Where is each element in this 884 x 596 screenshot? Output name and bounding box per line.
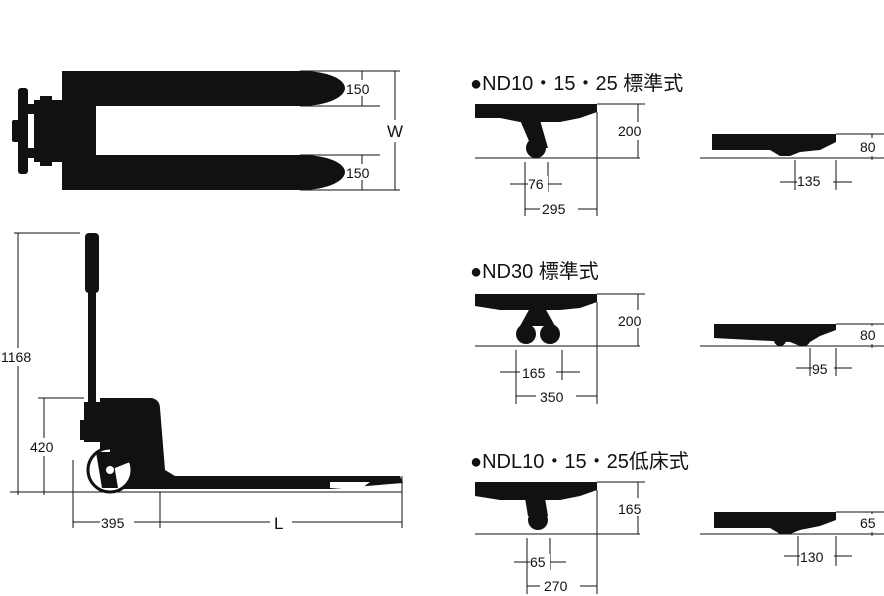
- side-view: 1168 420 395 L: [0, 232, 403, 533]
- top-handle-knob: [12, 120, 24, 142]
- detail-2-height-label: 200: [618, 313, 642, 329]
- detail-nd10-standard: ●ND10・15・25 標準式 200 76 295 80 135: [470, 72, 884, 218]
- handle-height-label: 420: [30, 439, 54, 455]
- total-height-label: 1168: [1, 349, 31, 365]
- top-fork-upper: [62, 71, 345, 190]
- detail-2-title: ●ND30 標準式: [470, 260, 599, 283]
- side-handle-grip: [85, 233, 99, 293]
- overall-width-label: W: [387, 122, 403, 141]
- detail-2-fork-height-label: 80: [860, 327, 876, 343]
- detail-2-wheel-b-label: 350: [540, 389, 564, 405]
- top-fork-width-lower-label: 150: [346, 165, 370, 181]
- detail-3-wheel-b-label: 270: [544, 578, 568, 594]
- wheel-offset-label: 395: [101, 515, 125, 531]
- detail-3-roller-label: 130: [800, 549, 824, 565]
- detail-2-wheel-a-label: 165: [522, 365, 546, 381]
- detail-3-height-label: 165: [618, 501, 642, 517]
- detail-3-fork-height-label: 65: [860, 515, 876, 531]
- top-fork-width-upper-label: 150: [346, 81, 370, 97]
- top-pump-block: [34, 100, 62, 162]
- side-handle-shaft: [88, 290, 96, 410]
- top-view: 150 150 W: [12, 70, 406, 191]
- detail-1-wheel-a-label: 76: [528, 176, 544, 192]
- detail-2-roller-label: 95: [812, 361, 828, 377]
- detail-ndl10-low-profile: ●NDL10・15・25低床式 165 65 270 65 130: [470, 450, 884, 595]
- detail-3-title: ●NDL10・15・25低床式: [470, 450, 689, 473]
- detail-1-fork-height-label: 80: [860, 139, 876, 155]
- detail-1-height-label: 200: [618, 123, 642, 139]
- detail-3-wheel-a-label: 65: [530, 554, 546, 570]
- detail-1-title: ●ND10・15・25 標準式: [470, 72, 683, 95]
- detail-nd30-standard: ●ND30 標準式 200 165 350 80 95: [470, 260, 884, 406]
- detail-1-wheel-b-label: 295: [542, 201, 566, 217]
- detail-1-roller-label: 135: [797, 173, 821, 189]
- fork-length-label: L: [274, 514, 283, 533]
- side-pump-body: [100, 398, 403, 489]
